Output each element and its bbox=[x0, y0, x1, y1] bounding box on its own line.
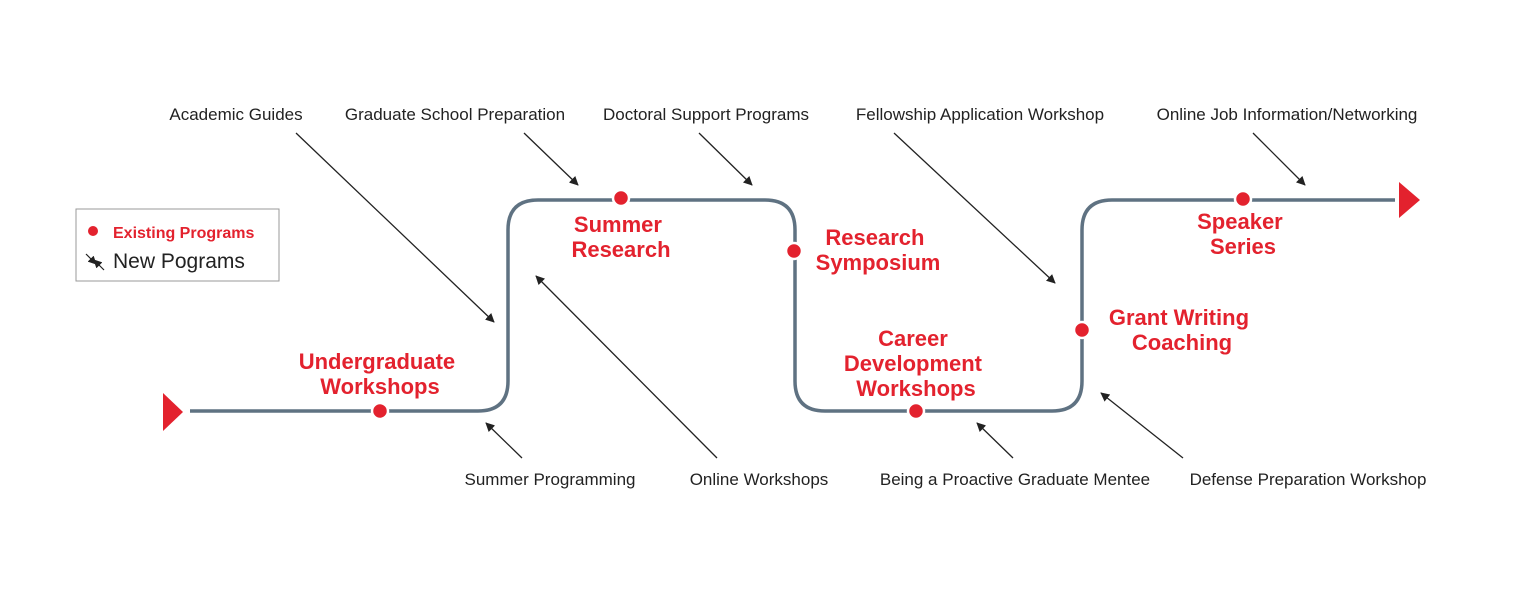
legend-box bbox=[75, 208, 280, 282]
start-triangle-icon bbox=[163, 393, 183, 431]
new-program-label: Online Workshops bbox=[690, 470, 829, 489]
arrow-fellowship-application bbox=[893, 132, 1056, 284]
arrow-graduate-school-preparation bbox=[523, 132, 579, 186]
new-program-label: Online Job Information/Networking bbox=[1157, 105, 1418, 124]
dot-speaker-series bbox=[1233, 189, 1253, 209]
new-program-label: Summer Programming bbox=[465, 470, 636, 489]
pathway-track bbox=[190, 198, 1395, 413]
existing-program-label: Grant Writing Coaching bbox=[1109, 305, 1255, 355]
dot-undergraduate-workshops bbox=[370, 401, 390, 421]
arrow-online-job-info bbox=[1252, 132, 1306, 186]
arrow-academic-guides bbox=[295, 132, 495, 323]
legend-double-arrow-icon bbox=[85, 253, 105, 271]
arrow-proactive-mentee bbox=[976, 422, 1014, 459]
existing-program-label: Undergraduate Workshops bbox=[299, 349, 462, 399]
legend-existing-dot-icon bbox=[88, 226, 98, 236]
arrow-online-workshops bbox=[535, 275, 718, 459]
existing-program-label: Summer Research bbox=[571, 212, 670, 262]
arrow-defense-preparation bbox=[1100, 392, 1184, 459]
new-program-label: Academic Guides bbox=[169, 105, 302, 124]
arrow-doctoral-support bbox=[698, 132, 753, 186]
existing-program-label: Career Development Workshops bbox=[844, 326, 988, 401]
new-program-label: Doctoral Support Programs bbox=[603, 105, 809, 124]
dot-career-development bbox=[906, 401, 926, 421]
new-program-label: Defense Preparation Workshop bbox=[1190, 470, 1427, 489]
dot-summer-research bbox=[611, 188, 631, 208]
new-program-label: Graduate School Preparation bbox=[345, 105, 565, 124]
legend-existing-label: Existing Programs bbox=[113, 225, 254, 242]
dot-research-symposium bbox=[784, 241, 804, 261]
dot-grant-writing bbox=[1072, 320, 1092, 340]
end-triangle-icon bbox=[1399, 182, 1420, 218]
new-program-label: Being a Proactive Graduate Mentee bbox=[880, 470, 1150, 489]
existing-program-label: Speaker Series bbox=[1197, 209, 1289, 259]
new-program-label: Fellowship Application Workshop bbox=[856, 105, 1104, 124]
legend-new-label: New Pograms bbox=[113, 250, 245, 273]
legend: Existing Programs New Pograms bbox=[75, 208, 280, 282]
arrow-summer-programming bbox=[485, 422, 523, 459]
existing-program-label: Research Symposium bbox=[816, 225, 941, 275]
